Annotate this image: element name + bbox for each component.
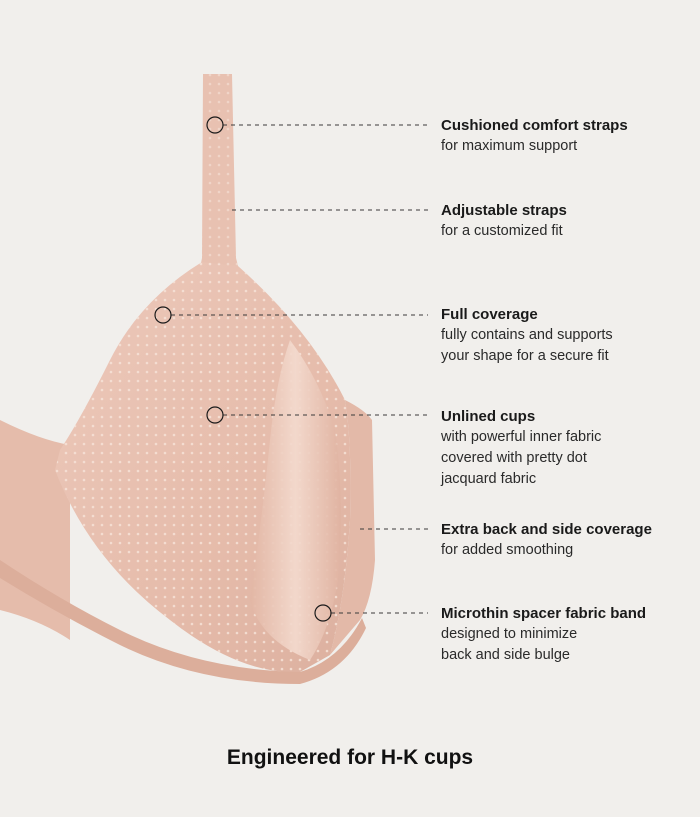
feature-title: Full coverage bbox=[441, 306, 538, 323]
feature-cushioned-straps: Cushioned comfort straps for maximum sup… bbox=[441, 115, 691, 157]
marker-circle-band bbox=[314, 604, 332, 622]
marker-circle-coverage bbox=[154, 306, 172, 324]
callout-lines bbox=[171, 124, 428, 614]
marker-circle-straps bbox=[206, 116, 224, 134]
feature-description: for added smoothing bbox=[441, 542, 574, 558]
feature-description: for maximum support bbox=[441, 138, 578, 154]
underwire-band bbox=[0, 560, 366, 684]
feature-unlined-cups: Unlined cups with powerful inner fabric … bbox=[441, 406, 691, 490]
callout-markers bbox=[154, 116, 332, 622]
feature-spacer-band: Microthin spacer fabric band designed to… bbox=[441, 603, 691, 666]
feature-title: Unlined cups bbox=[441, 408, 536, 425]
feature-title: Microthin spacer fabric band bbox=[441, 605, 647, 622]
feature-title: Adjustable straps bbox=[441, 202, 567, 219]
feature-side-coverage: Extra back and side coverage for added s… bbox=[441, 519, 691, 561]
marker-circle-cups bbox=[206, 406, 224, 424]
feature-adjustable-straps: Adjustable straps for a customized fit bbox=[441, 200, 691, 242]
feature-description: designed to minimize back and side bulge bbox=[441, 626, 578, 663]
feature-title: Extra back and side coverage bbox=[441, 521, 652, 538]
satin-panel bbox=[250, 340, 341, 660]
feature-description: fully contains and supports your shape f… bbox=[441, 327, 613, 364]
feature-description: for a customized fit bbox=[441, 223, 563, 239]
feature-title: Cushioned comfort straps bbox=[441, 117, 628, 134]
feature-description: with powerful inner fabric covered with … bbox=[441, 429, 602, 487]
caption: Engineered for H-K cups bbox=[226, 746, 474, 769]
side-band bbox=[330, 400, 375, 655]
feature-full-coverage: Full coverage fully contains and support… bbox=[441, 304, 691, 367]
